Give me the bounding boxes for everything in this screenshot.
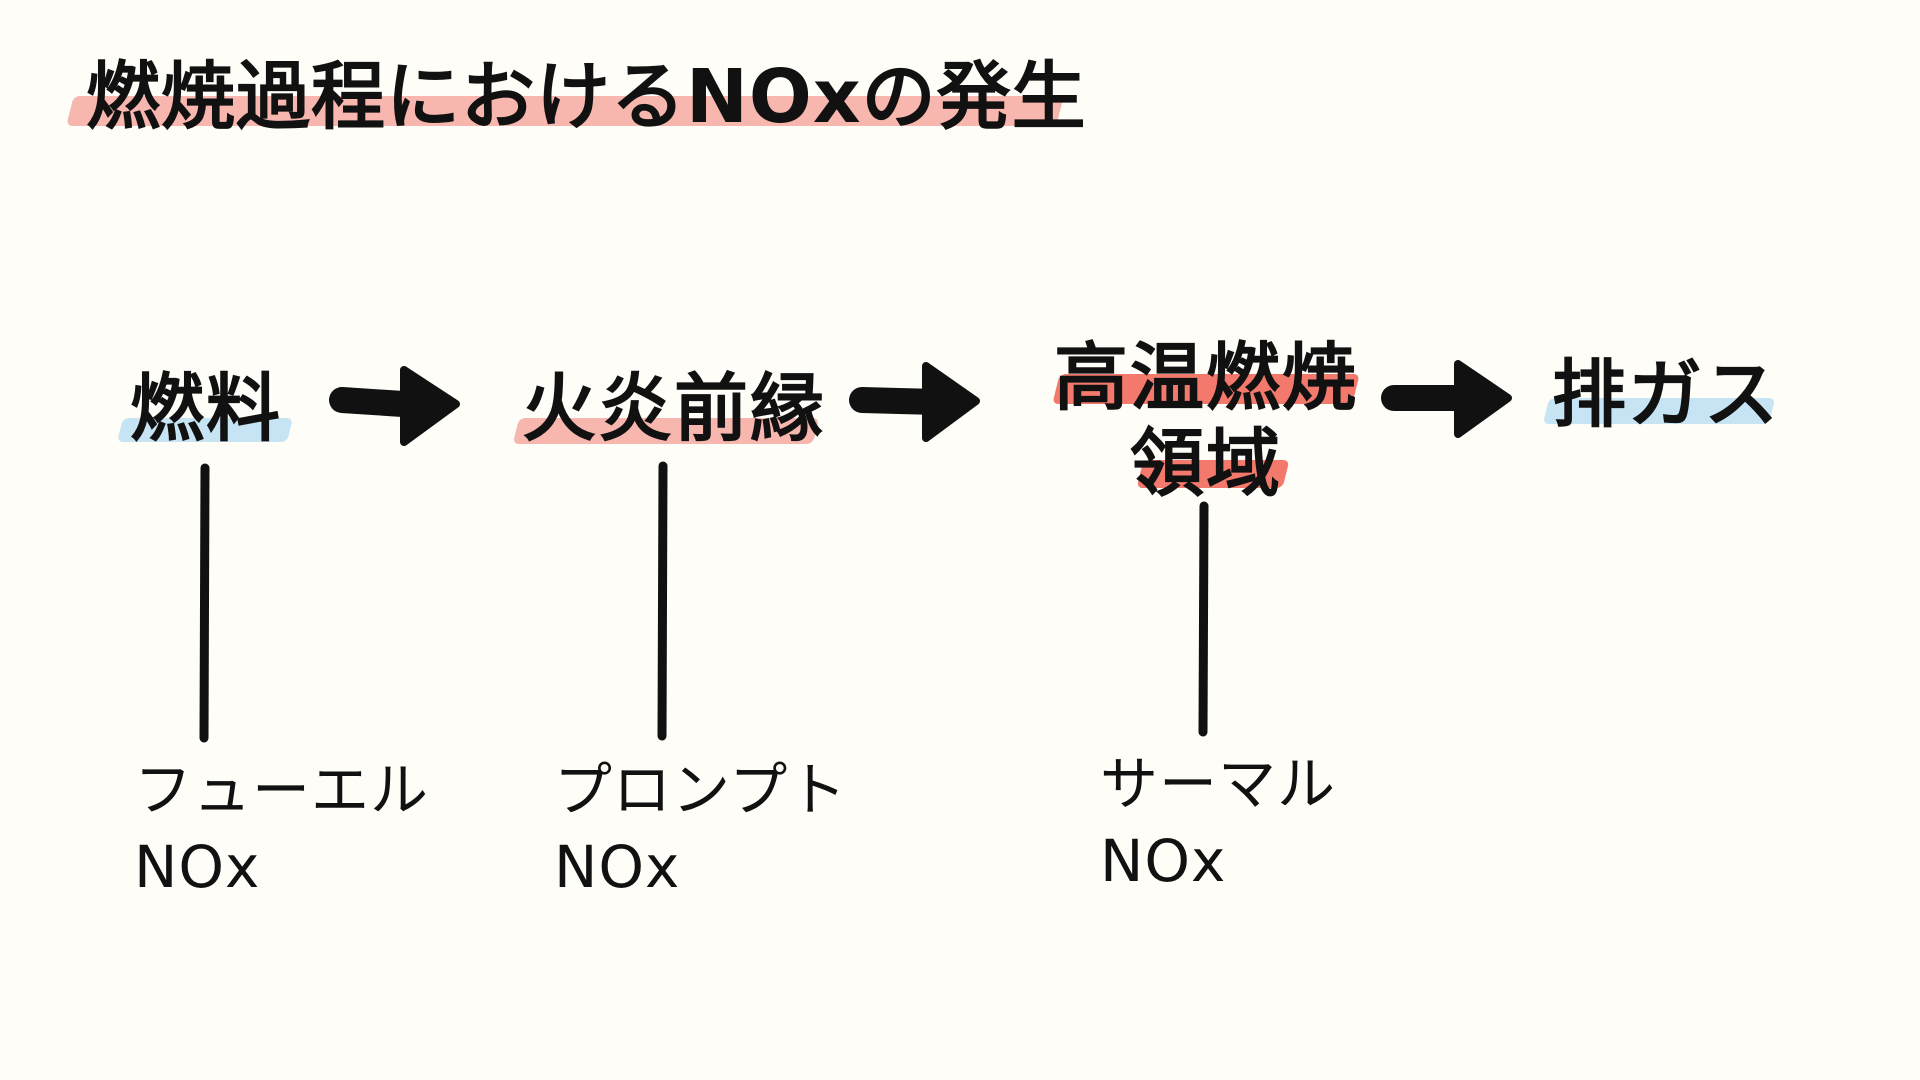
source-thermal-nox-line-1: サーマル [1100, 750, 1337, 818]
node-high-temp-zone-line-2: 領域 [1130, 420, 1282, 507]
source-prompt-nox-line-2: NOx [554, 832, 681, 901]
source-thermal-nox-line-2: NOx [1100, 826, 1227, 895]
node-high-temp-zone-line-1: 高温燃焼 [1054, 335, 1358, 421]
node-fuel: 燃料 [130, 366, 282, 452]
source-fuel-nox-line-1: フューエル [134, 756, 430, 824]
arrow-right-icon [329, 366, 460, 446]
source-thermal-nox: サーマル NOx [1100, 746, 1336, 899]
source-fuel-nox-line-2: NOx [134, 832, 261, 901]
connector-flame-front [657, 461, 668, 741]
connector-high-temp-zone [1198, 501, 1209, 737]
source-prompt-nox-line-1: プロンプト [554, 756, 848, 824]
node-high-temp-zone: 高温燃焼 領域 [1046, 335, 1366, 508]
source-fuel-nox: フューエル NOx [134, 752, 429, 905]
node-exhaust: 排ガス [1552, 352, 1780, 438]
page-title: 燃焼過程におけるNOxの発生 [86, 54, 1087, 140]
source-prompt-nox: プロンプト NOx [554, 752, 847, 905]
arrow-right-icon [1381, 360, 1512, 438]
connector-fuel [199, 463, 210, 743]
arrow-right-icon [849, 362, 980, 442]
node-flame-front: 火炎前縁 [522, 366, 826, 452]
